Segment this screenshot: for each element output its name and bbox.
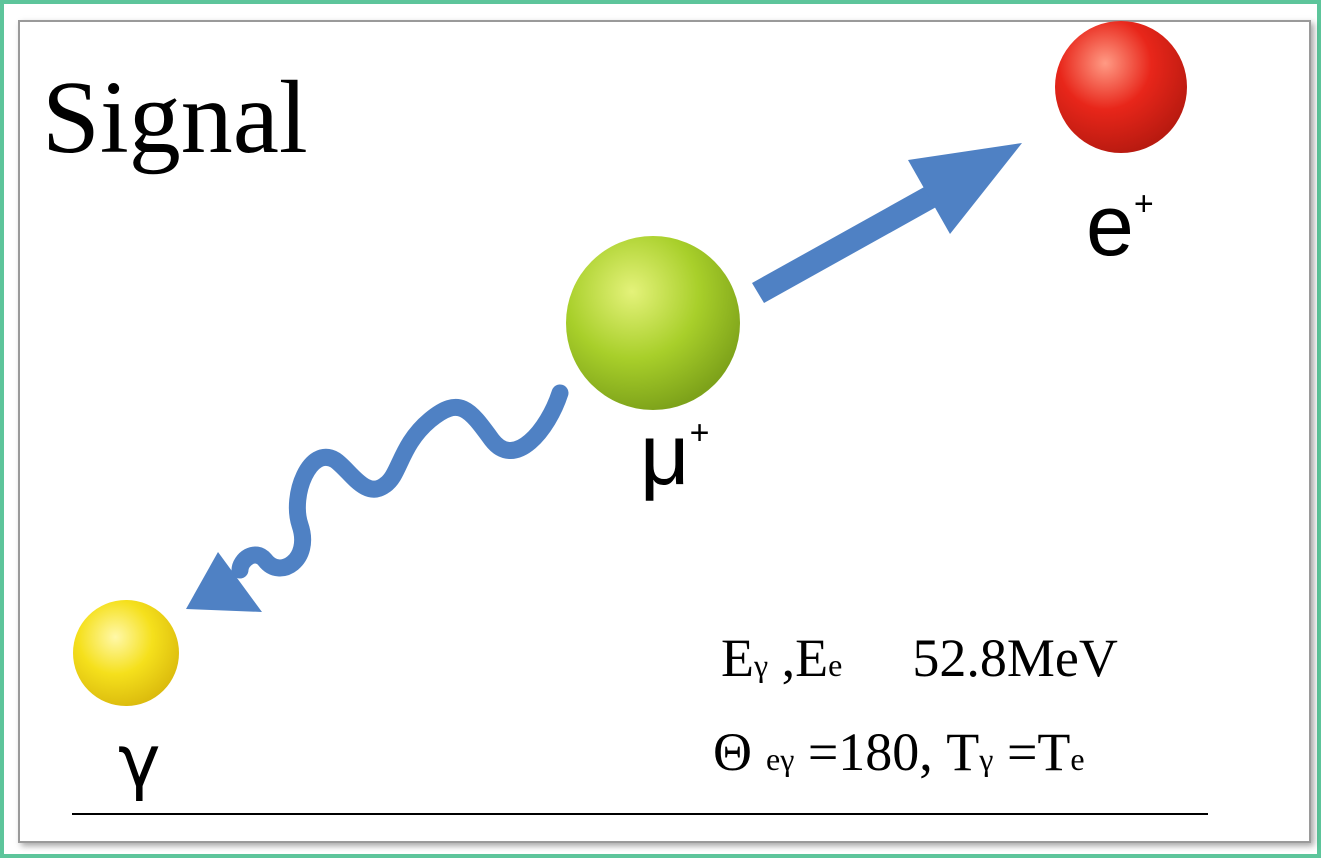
muon-label: μ+: [640, 412, 709, 498]
time-gamma-subscript: γ: [979, 741, 994, 777]
gamma-label: γ: [118, 725, 161, 797]
positron-arrow-shaft: [752, 186, 938, 303]
theta-symbol: Θ: [713, 722, 752, 782]
gamma-sphere: [73, 600, 179, 706]
energy-value: 52.8MeV: [912, 628, 1118, 688]
muon-charge: +: [689, 414, 710, 452]
energy-e-symbol: ,E: [768, 628, 829, 688]
photon-arrow: [186, 384, 569, 612]
positron-arrow-head: [908, 143, 1022, 234]
time-e-subscript: e: [1070, 741, 1085, 777]
positron-sphere: [1055, 21, 1187, 153]
muon-symbol: μ: [640, 407, 690, 503]
photon-arrow-head: [186, 552, 262, 612]
slide-panel: [18, 20, 1311, 843]
theta-subscript: eγ: [766, 741, 795, 777]
positron-symbol: e: [1086, 178, 1134, 274]
positron-label: e+: [1086, 183, 1154, 269]
positron-arrow: [752, 143, 1022, 303]
photon-wave: [231, 384, 569, 579]
energy-gamma-subscript: γ: [754, 647, 769, 683]
angle-and-time-gamma: =180, T: [794, 722, 980, 782]
energy-condition: Eγ ,Ee 52.8MeV: [721, 631, 1118, 685]
time-e-symbol: =T: [993, 722, 1071, 782]
energy-gamma-symbol: E: [721, 628, 754, 688]
page-title: Signal: [42, 60, 308, 175]
positron-charge: +: [1133, 185, 1154, 223]
gamma-symbol: γ: [118, 719, 161, 803]
energy-e-subscript: e: [828, 647, 843, 683]
muon-sphere: [566, 236, 740, 410]
